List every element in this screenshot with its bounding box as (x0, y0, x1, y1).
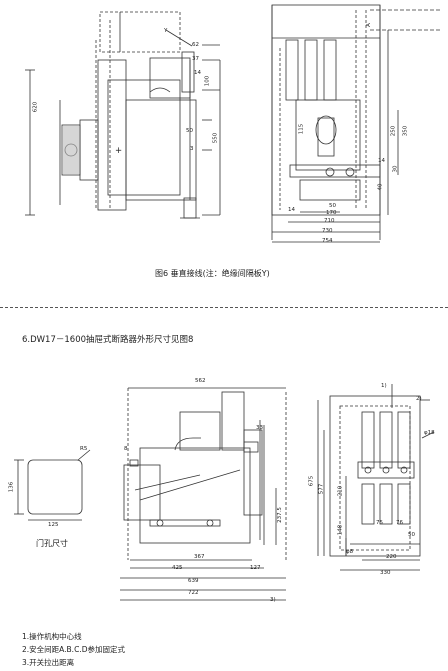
dim-37: 37 (192, 56, 199, 62)
section-heading: 6.DW17－1600抽屉式断路器外形尺寸见图8 (22, 335, 194, 345)
dim-14-a: 14 (378, 158, 385, 164)
dim-562: 562 (195, 378, 206, 384)
dim-14-b: 14 (288, 207, 295, 213)
dim-62: 62 (192, 42, 199, 48)
dim-3: 3 (190, 146, 194, 152)
dim-148: 148 (337, 524, 344, 536)
dim-50: 50 (186, 128, 193, 134)
figure6-caption: 图6 垂直接线(注：绝缘间隔板Y) (155, 269, 270, 278)
dim-425: 425 (172, 565, 183, 571)
dim-710: 710 (324, 218, 335, 224)
dim-722: 722 (188, 590, 199, 596)
note-ref-1: 1) (381, 383, 387, 389)
dim-50-r: 50 (329, 203, 336, 209)
section-divider (0, 307, 448, 308)
dim-phi18: φ18 (424, 430, 435, 436)
dim-170: 170 (326, 210, 337, 216)
dim-730: 730 (322, 228, 333, 234)
dim-50-s: 50 (408, 532, 415, 538)
dim-237: 237.5 (276, 507, 283, 523)
dim-y: Y (164, 28, 168, 34)
dim-14: 14 (194, 70, 201, 76)
dim-phi8: φ8 (346, 549, 354, 555)
note-3: 3.开关拉出距离 (22, 658, 75, 667)
note-ref-2: 2) (416, 396, 422, 402)
door-dim-125: 125 (48, 522, 59, 528)
note-1: 1.操作机构中心线 (22, 632, 82, 641)
dim-127: 127 (250, 565, 261, 571)
dim-3-note: 3) (270, 597, 276, 603)
dim-210: 210 (337, 485, 344, 497)
dim-8: 8 (124, 446, 128, 452)
dim-675: 675 (308, 475, 315, 487)
note-2: 2.安全间距A.B.C.D参加固定式 (22, 645, 125, 654)
dim-33: 33 (256, 425, 263, 431)
dim-367: 367 (194, 554, 205, 560)
dim-330: 330 (380, 570, 391, 576)
dim-639: 639 (188, 578, 199, 584)
dim-75: 75 (376, 520, 383, 526)
dim-76: 76 (396, 520, 403, 526)
center-plus: + (115, 146, 123, 156)
door-dim-136: 136 (8, 481, 15, 493)
dim-754: 754 (322, 238, 333, 244)
door-hole-caption: 门孔尺寸 (36, 539, 68, 548)
dim-220: 220 (386, 554, 397, 560)
dim-577: 577 (318, 483, 325, 495)
door-dim-r5: R5 (80, 446, 88, 452)
